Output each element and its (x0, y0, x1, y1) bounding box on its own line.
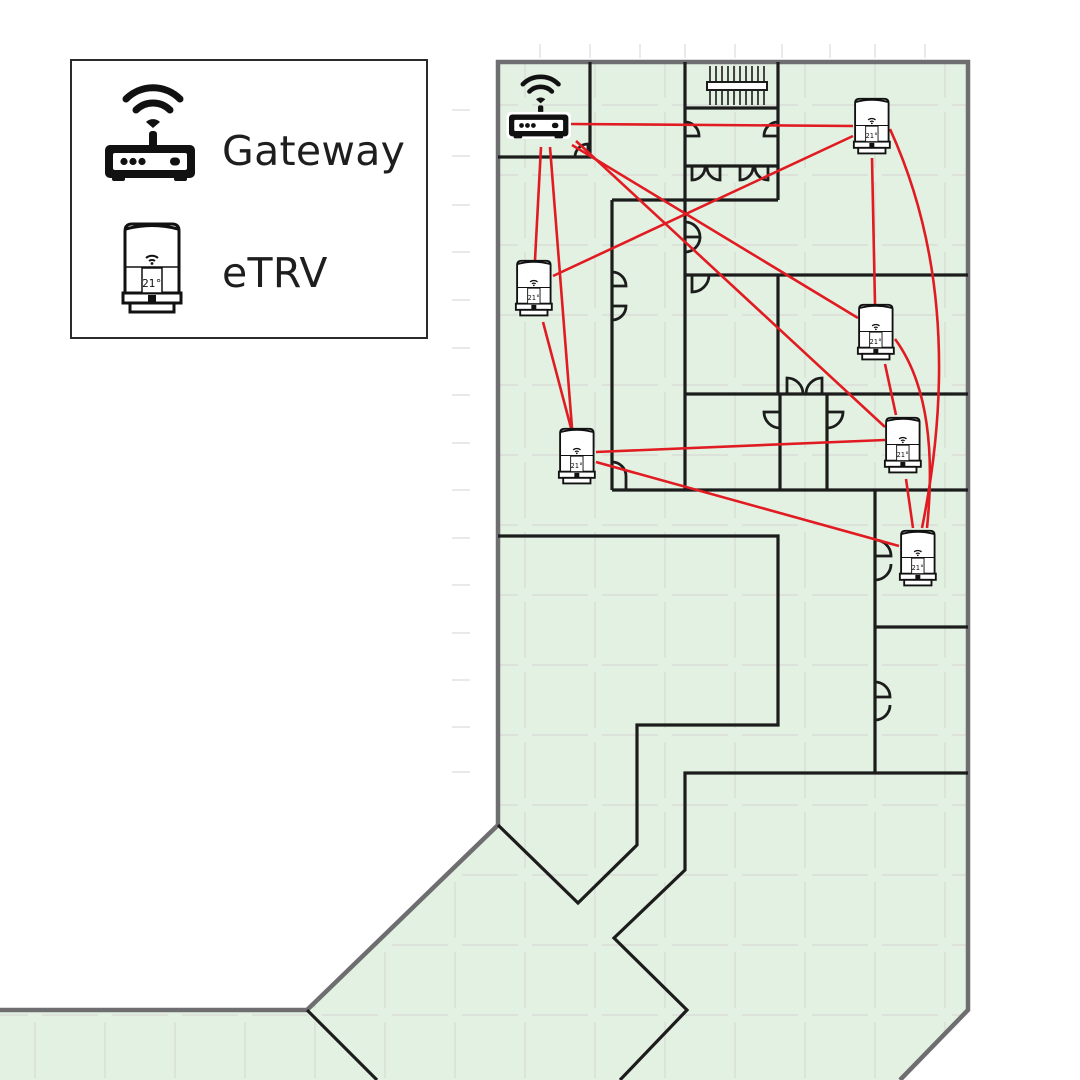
door (611, 460, 628, 490)
link-gw-t1 (569, 122, 854, 128)
door (684, 236, 702, 254)
door (690, 165, 707, 182)
door (874, 680, 892, 722)
link-t1-t6 (888, 128, 941, 529)
door (611, 304, 628, 322)
door (690, 274, 711, 294)
link-t3-t5 (595, 438, 886, 454)
door (684, 120, 701, 138)
devices: 21° 21° 21° 21° (506, 74, 937, 587)
etrv-device-1[interactable]: 21° (852, 97, 891, 155)
svg-text:21°: 21° (897, 451, 909, 459)
link-t3-t6 (595, 460, 900, 548)
svg-text:21°: 21° (870, 338, 882, 346)
door (705, 165, 722, 182)
link-t4-t6 (893, 338, 932, 529)
link-gw-t3 (548, 146, 574, 429)
etrv-device-4[interactable]: 21° (856, 303, 895, 361)
door (738, 165, 755, 182)
link-t1-t4 (870, 157, 877, 305)
door (785, 376, 805, 395)
doors (573, 120, 893, 722)
svg-text:21°: 21° (571, 462, 583, 470)
door (762, 410, 781, 430)
svg-text:21°: 21° (912, 564, 924, 572)
link-t2-t3 (541, 321, 573, 429)
door (826, 410, 845, 430)
door (753, 165, 770, 182)
link-gw-t2 (533, 146, 543, 261)
link-t2-t1 (552, 134, 854, 278)
staircase (706, 66, 768, 105)
etrv-device-3[interactable]: 21° (557, 427, 596, 485)
legend-label-etrv: eTRV (222, 249, 328, 297)
router-icon (105, 84, 195, 181)
door (762, 120, 779, 138)
floor-grid (0, 62, 968, 1080)
door (684, 220, 702, 239)
gateway-device[interactable] (506, 74, 572, 139)
door (804, 376, 824, 395)
link-gw-t5 (575, 140, 886, 428)
background-grid-ticks (452, 44, 926, 773)
svg-text:21°: 21° (528, 294, 540, 302)
etrv-device-5[interactable]: 21° (883, 416, 922, 474)
door (611, 270, 628, 288)
legend: Gateway 21° eTRV (70, 59, 428, 339)
mesh-links (533, 122, 941, 548)
etrv-device-6[interactable]: 21° (898, 529, 937, 587)
inner-walls (305, 62, 968, 1080)
link-gw-t4 (571, 143, 859, 320)
door (573, 142, 590, 158)
etrv-icon: 21° (121, 222, 183, 314)
link-t5-t6 (904, 478, 915, 529)
svg-text:21°: 21° (866, 132, 878, 140)
legend-label-gateway: Gateway (222, 127, 406, 175)
svg-text:21°: 21° (142, 277, 162, 290)
link-t4-t5 (883, 363, 898, 416)
etrv-device-2[interactable]: 21° (514, 259, 553, 317)
